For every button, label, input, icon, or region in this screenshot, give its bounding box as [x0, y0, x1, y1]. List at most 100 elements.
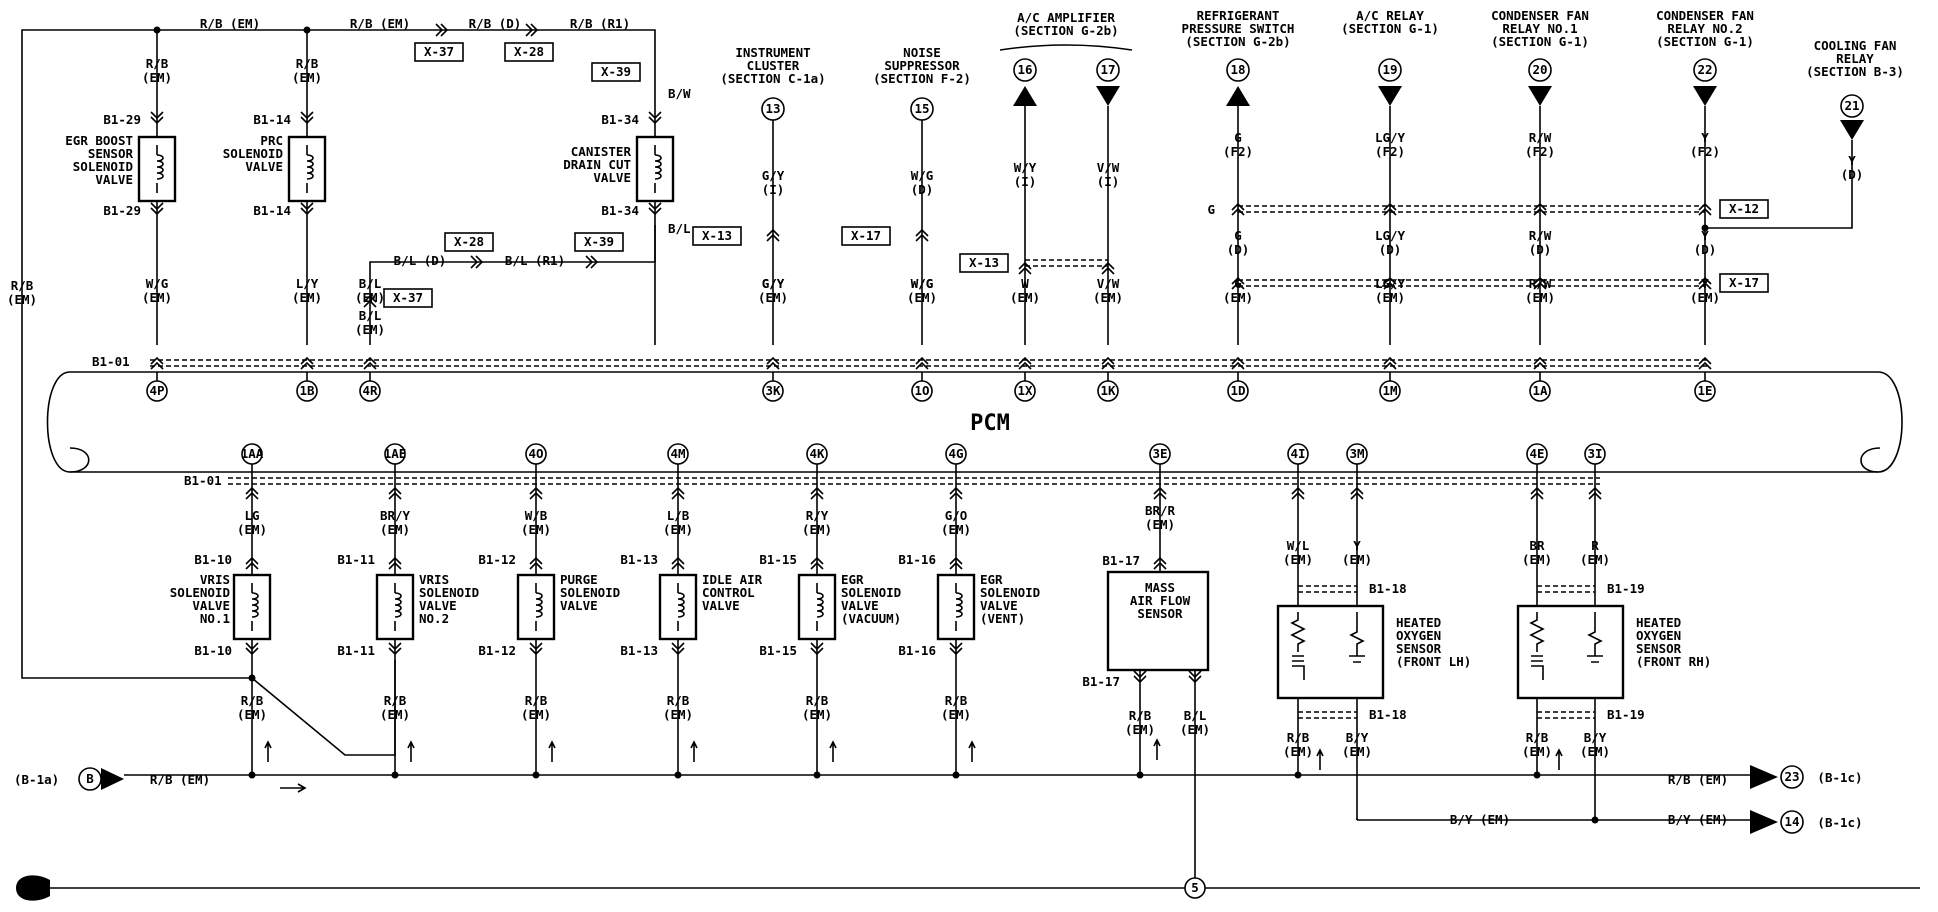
conn-top-w1b — [300, 111, 314, 125]
section-w1k-label: 17 — [1100, 62, 1115, 77]
comp-w1e: (SECTION G-1) — [1656, 34, 1754, 49]
comp-w1o: NOISE — [903, 45, 941, 60]
conn-g-w1d — [1231, 202, 1245, 216]
ground-branch-g: G — [1207, 202, 1215, 217]
ho2-rh-comp: (FRONT RH) — [1636, 654, 1711, 669]
ho2-rh-sensor-box — [1516, 604, 1625, 700]
conn2-label-b4o: B1-12 — [478, 643, 516, 658]
conn-mid-w3k — [766, 228, 780, 242]
top-seg-2: R/B (EM) — [350, 16, 410, 31]
conn-x28 — [525, 23, 539, 37]
conn-ho2-rh-1 — [1530, 486, 1544, 500]
by-wire-right: B/Y (EM) — [1668, 812, 1728, 827]
ho2-rh-loc2: (EM) — [1580, 552, 1610, 567]
ho2-rh-comp: OXYGEN — [1636, 628, 1681, 643]
wire-label2-w3k: G/Y — [762, 276, 785, 291]
ho2-lh-conn2: B1-18 — [1369, 707, 1407, 722]
comp-w1o: (SECTION F-2) — [873, 71, 971, 86]
comp-b4g: EGR — [980, 572, 1003, 587]
conn-mid-w1x — [1018, 261, 1032, 275]
section-21-label: 21 — [1844, 98, 1859, 113]
junction-by — [1591, 816, 1599, 824]
comp-b1aa: SOLENOID — [170, 585, 230, 600]
ho2-lh-out1: R/B — [1287, 730, 1310, 745]
canister-route-2: B/L (R1) — [505, 253, 565, 268]
conn-d-w1a — [1533, 276, 1547, 290]
conn2-label-b4g: B1-16 — [898, 643, 936, 658]
comp-w3k: (SECTION C-1a) — [720, 71, 825, 86]
comp-b4m: CONTROL — [702, 585, 755, 600]
rb-label-b4k: R/B — [806, 693, 829, 708]
conn2-label-b1aa: B1-10 — [194, 643, 232, 658]
cooling-fan-comp: (SECTION B-3) — [1806, 64, 1904, 79]
conn-bot-b4k — [810, 642, 824, 656]
bl-label: B/L — [359, 308, 382, 323]
conn-label-b4o: B1-12 — [478, 552, 516, 567]
pcm-label: PCM — [970, 411, 1010, 436]
box-w3k-label: X-13 — [702, 228, 732, 243]
conn-b1aa — [245, 486, 259, 500]
conn-d-w1e — [1698, 276, 1712, 290]
pin-w1b-label: 1B — [299, 383, 315, 398]
up-loc-w1d: (F2) — [1223, 144, 1253, 159]
maf-out2-loc: (EM) — [1180, 722, 1210, 737]
top-seg-1: R/B (EM) — [200, 16, 260, 31]
rb-label-b4g: R/B — [945, 693, 968, 708]
ho2-rh-heater — [1529, 612, 1545, 680]
comp-b4k: VALVE — [841, 598, 879, 613]
conn-w1a — [1533, 356, 1547, 370]
bus-ref: (B-1a) — [14, 772, 59, 787]
comp-w1e: CONDENSER FAN — [1656, 8, 1754, 23]
vris-crossover — [251, 660, 396, 756]
section-w1o-label: 15 — [914, 101, 929, 116]
conn-bot-w1b — [300, 202, 314, 216]
arrow-w1k — [1096, 86, 1120, 106]
conn2-label-b1ae: B1-11 — [337, 643, 375, 658]
mid-loc-w1d: (D) — [1227, 242, 1250, 257]
arrow-w1e — [1693, 86, 1717, 106]
up-loc-w1m: (F2) — [1375, 144, 1405, 159]
ho2-lh-out2-loc: (EM) — [1342, 744, 1372, 759]
bl-loc: (EM) — [355, 322, 385, 337]
conn-label-w4p: B1-29 — [103, 112, 141, 127]
ho2-rh-conn: B1-19 — [1607, 581, 1645, 596]
node-23-label: 23 — [1784, 769, 1799, 784]
maf-conn2: B1-17 — [1082, 674, 1120, 689]
box-w1o — [841, 226, 891, 246]
box-x28 — [504, 42, 554, 62]
comp-b4o: VALVE — [560, 598, 598, 613]
comp-b4g: (VENT) — [980, 611, 1025, 626]
up-wire-w1o: W/G — [911, 168, 934, 183]
conn-label-b1aa: B1-10 — [194, 552, 232, 567]
comp-b4k: EGR — [841, 572, 864, 587]
solenoid-b4g-coil — [955, 592, 963, 618]
wire-label-b1ae: BR/Y — [380, 508, 411, 523]
pin-w1o-label: 1O — [914, 383, 929, 398]
up-loc-w1a: (F2) — [1525, 144, 1555, 159]
rb-loc-b4g: (EM) — [941, 707, 971, 722]
comp-w1b: VALVE — [245, 159, 283, 174]
canister-wire-top: B/W — [668, 86, 691, 101]
conn-label-b4g: B1-16 — [898, 552, 936, 567]
pin-b4o-label: 4O — [528, 446, 543, 461]
wire-label-b4m: L/B — [667, 508, 690, 523]
ground-node-5 — [1184, 877, 1206, 899]
conn-b4k — [810, 486, 824, 500]
up-wire-w1k: V/W — [1097, 160, 1120, 175]
arrow-ho2-lh — [1316, 748, 1324, 770]
arrow-b1ae — [407, 740, 415, 762]
section-w1a-label: 20 — [1532, 62, 1547, 77]
maf-sensor-box — [1106, 570, 1210, 672]
bus-right-arrow — [1750, 765, 1778, 789]
conn-top-b4k — [810, 556, 824, 570]
comp-b4k: SOLENOID — [841, 585, 901, 600]
comp-b1ae: NO.2 — [419, 611, 449, 626]
mid-loc-w1a: (D) — [1529, 242, 1552, 257]
pcm-left-scroll — [46, 371, 90, 473]
rb-loc-b4k: (EM) — [802, 707, 832, 722]
ref-23: (B-1c) — [1817, 770, 1862, 785]
ho2-lh-comp: (FRONT LH) — [1396, 654, 1471, 669]
left-vertical-label: R/B — [11, 278, 34, 293]
ho2-lh-comp: OXYGEN — [1396, 628, 1441, 643]
bottom-connector-label: B1-01 — [184, 473, 222, 488]
